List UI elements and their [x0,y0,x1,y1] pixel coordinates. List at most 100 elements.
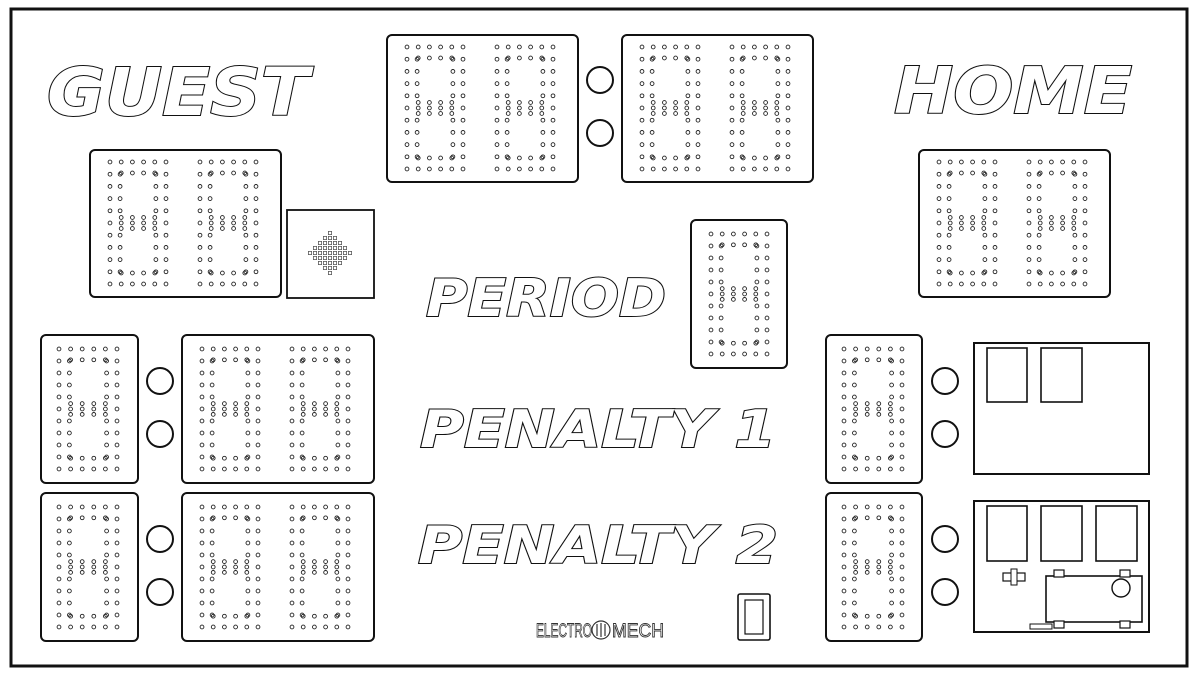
led-dot [662,55,667,61]
led-dot [1071,159,1077,165]
led-dot [775,93,781,99]
led-dot [68,466,73,472]
led-dot [649,81,655,86]
led-dot [255,624,261,630]
led-dot [449,55,455,61]
led-dot [992,159,998,165]
led-dot [245,612,251,618]
led-dot [742,340,747,346]
led-dot [79,624,85,630]
led-dot [299,600,305,606]
led-dot [864,504,870,510]
led-dot [197,257,203,262]
led-dot [774,55,780,61]
led-dot [841,430,847,436]
led-dot [992,208,998,214]
led-dot [312,559,317,564]
led-dot [118,159,124,165]
led-dot [323,346,328,352]
led-dot [650,44,656,50]
led-dot [504,142,510,147]
led-dot [981,226,987,231]
led-dot [244,455,250,461]
led-dot [104,442,109,448]
led-dot [107,220,113,226]
led-dot [199,418,205,424]
grille-hole [323,236,327,240]
led-dot [220,226,225,231]
seven-segment-digit [841,346,905,472]
led-dot [550,154,556,160]
led-dot [107,232,113,238]
led-dot [107,257,113,262]
led-dot [153,184,159,189]
led-dot [889,588,894,594]
led-dot [222,624,227,630]
led-dot [889,370,894,376]
period-display [690,219,788,369]
grille-hole [328,261,332,265]
logo-text-right: MECH [612,621,664,642]
led-dot [695,69,701,74]
led-dot [222,515,227,521]
led-dot [876,401,882,406]
led-dot [334,504,340,510]
led-dot [1049,226,1054,231]
led-dot [152,270,158,276]
led-dot [103,346,108,352]
led-dot [763,105,768,111]
led-dot [345,528,351,534]
led-dot [936,281,942,287]
led-dot [899,430,905,436]
led-dot [220,270,225,276]
led-dot [992,171,998,177]
led-dot [79,412,85,417]
led-dot [255,552,261,558]
led-dot [208,281,214,287]
led-dot [639,117,645,123]
led-dot [1082,269,1088,275]
led-dot [199,394,205,400]
led-dot [117,257,123,262]
led-dot [739,56,745,62]
led-dot [763,44,768,50]
led-dot [1060,220,1065,226]
home-label: HOME [894,55,1132,129]
grille-hole [328,246,332,250]
led-dot [438,55,443,61]
led-dot [673,105,678,111]
led-dot [889,430,894,436]
led-dot [104,588,109,594]
led-dot [764,231,770,237]
led-dot [517,55,522,61]
led-dot [753,340,759,346]
led-dot [731,351,736,357]
led-dot [209,588,215,594]
led-dot [209,540,215,546]
led-dot [460,166,466,172]
led-dot [299,442,305,448]
led-dot [209,552,215,558]
led-dot [289,528,295,534]
seven-segment-digit [56,346,120,472]
led-dot [152,215,158,220]
guest-penalty-1-time [181,334,375,484]
led-dot [242,220,248,226]
led-dot [852,394,857,400]
led-dot [763,155,768,161]
separator-lamp [146,578,174,606]
led-dot [56,466,62,472]
led-dot [104,528,109,534]
led-dot [899,370,905,376]
led-dot [104,418,109,424]
led-dot [853,613,858,619]
led-dot [774,155,780,161]
led-dot [528,105,533,111]
led-dot [404,142,410,147]
led-dot [899,552,905,558]
led-dot [56,552,62,558]
led-dot [114,406,120,412]
led-dot [114,382,120,388]
led-dot [888,613,893,619]
led-dot [946,184,952,189]
